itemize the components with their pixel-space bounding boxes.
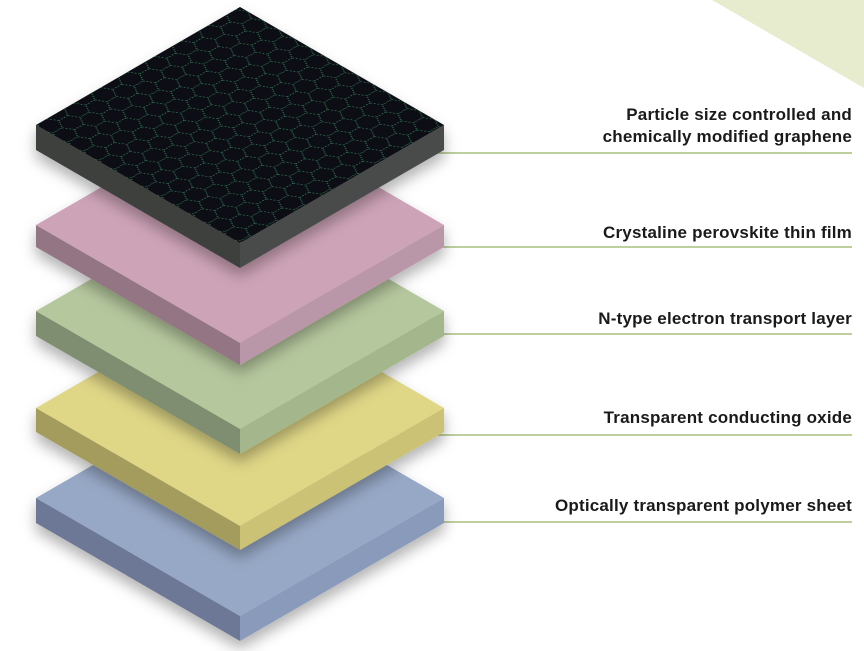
- label-perovskite: Crystaline perovskite thin film: [603, 223, 852, 242]
- layer-right-side: [240, 498, 444, 641]
- layer-right-side: [240, 125, 444, 268]
- corner-decoration: [712, 0, 864, 88]
- label-graphene-line2: chemically modified graphene: [602, 127, 852, 146]
- label-conducting-oxide: Transparent conducting oxide: [603, 408, 852, 427]
- layer-left-side: [36, 311, 240, 454]
- label-graphene: Particle size controlled and chemically …: [603, 104, 852, 148]
- layer-left-side: [36, 498, 240, 641]
- layer-left-side: [36, 225, 240, 365]
- label-polymer-sheet: Optically transparent polymer sheet: [554, 496, 852, 515]
- layer-left-side: [36, 408, 240, 550]
- layer-graphene: [36, 7, 444, 268]
- layer-right-side: [240, 311, 444, 454]
- layer-right-side: [240, 225, 444, 365]
- layer-left-side: [36, 125, 240, 268]
- label-electron-transport: N-type electron transport layer: [598, 309, 852, 328]
- hexagonal-lattice-pattern: [36, 7, 444, 243]
- layer-right-side: [240, 408, 444, 550]
- label-graphene-line1: Particle size controlled and: [626, 105, 852, 124]
